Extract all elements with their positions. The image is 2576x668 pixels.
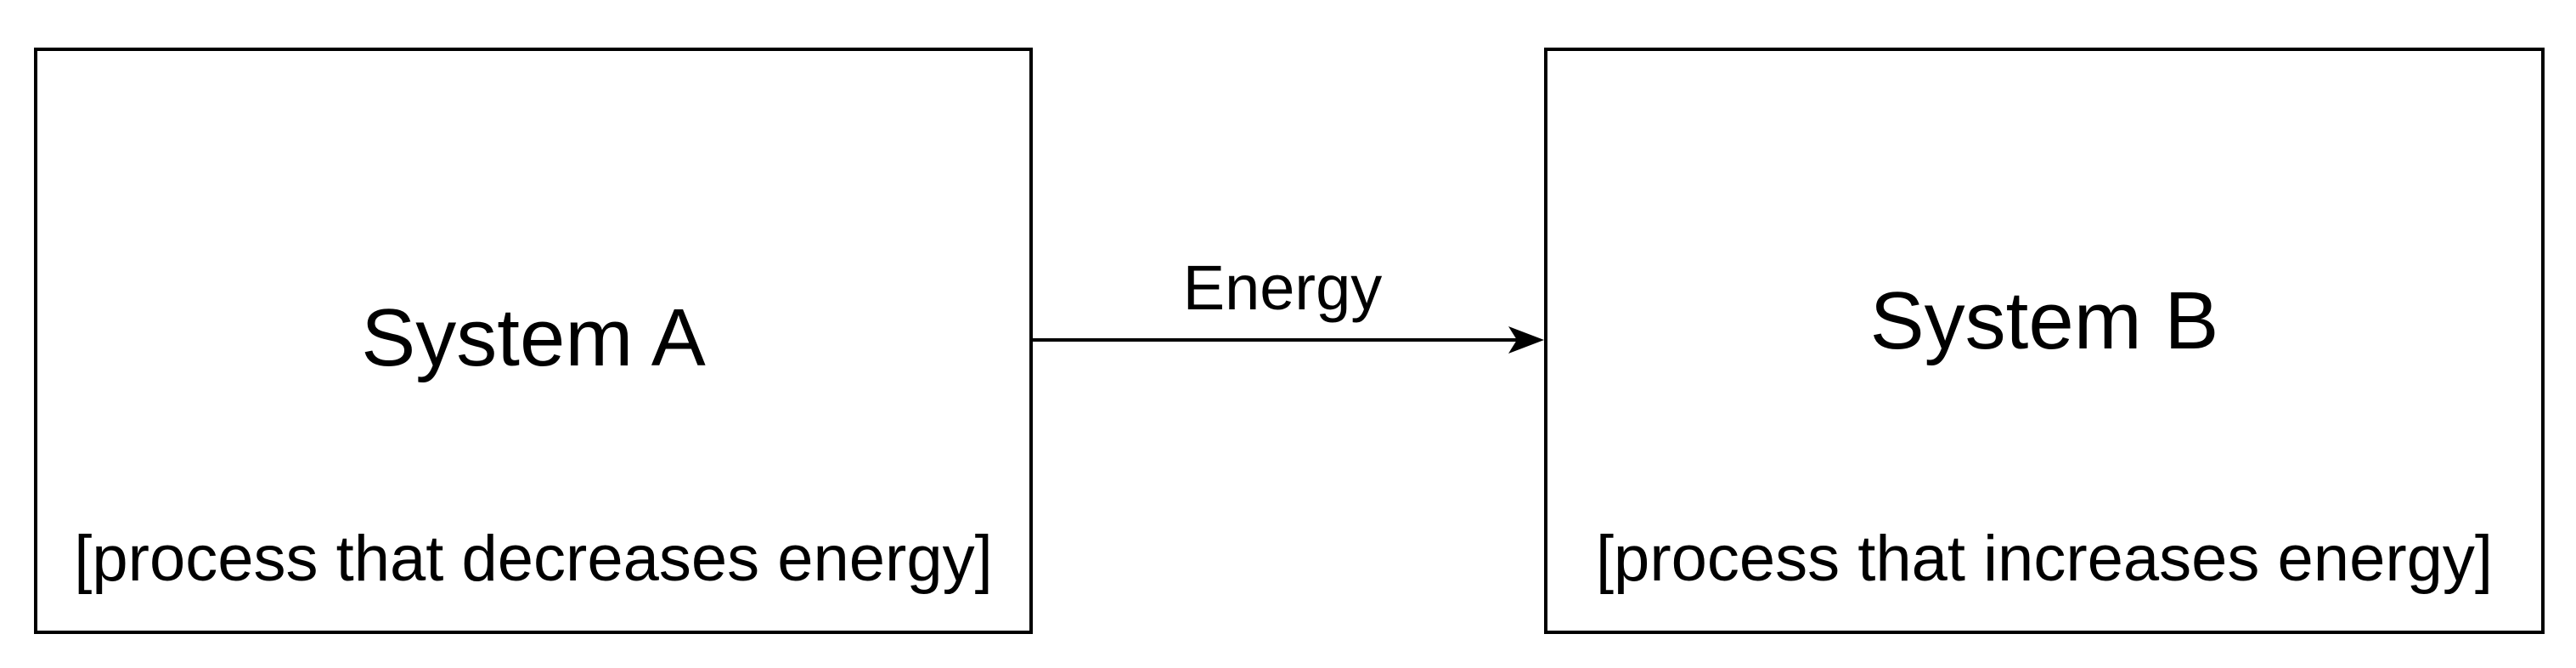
system-a-title: System A <box>361 292 706 383</box>
system-b-box: System B [process that increases energy] <box>1544 48 2545 634</box>
energy-label: Energy <box>1182 252 1383 323</box>
system-a-process: [process that decreases energy] <box>74 523 993 595</box>
system-a-box: System A [process that decreases energy] <box>34 48 1033 634</box>
arrowhead <box>1508 326 1544 354</box>
energy-arrow <box>1033 326 1544 354</box>
system-b-title: System B <box>1869 275 2219 366</box>
system-b-process: [process that increases energy] <box>1595 523 2494 595</box>
